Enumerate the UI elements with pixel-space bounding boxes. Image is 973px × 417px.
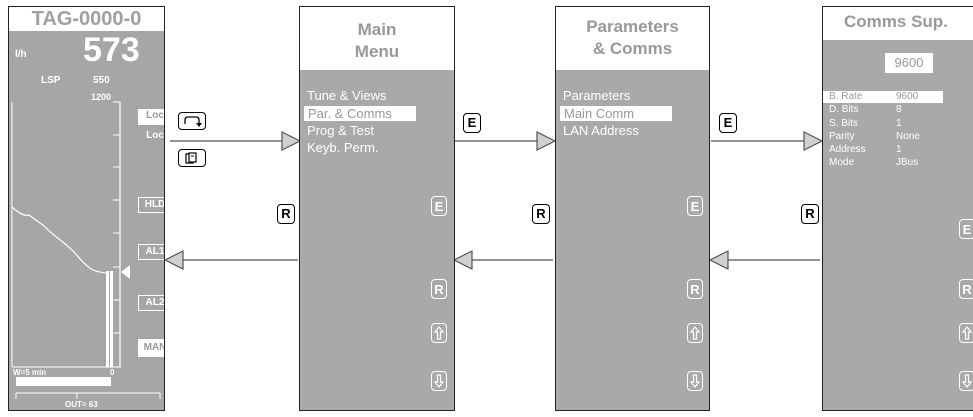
comms-header: Comms Sup. [823,7,973,40]
menu-item-keyb-perm[interactable]: Keyb. Perm. [307,140,379,155]
scale-min: 0 [110,368,115,377]
down-arrow-icon [433,374,445,388]
side-key-al2[interactable]: AL2 [138,295,164,311]
down-arrow-icon [961,374,973,388]
menu-item-lan-address[interactable]: LAN Address [563,123,639,138]
softkey-enter[interactable]: E [687,196,703,216]
main-menu-screen: Main Menu Tune & Views Par. & Comms Prog… [299,6,455,411]
output-label: OUT= 63 [65,400,98,409]
softkey-up[interactable] [687,323,703,343]
tag-label: TAG-0000-0 [31,8,142,30]
softkey-down[interactable] [959,371,973,391]
comms-sup-screen: Comms Sup. 9600 B. Rate 9600 D. Bits 8 S… [822,6,973,411]
params-menu-title-1: Parameters [586,17,679,36]
side-key-al1[interactable]: AL1 [138,244,164,260]
softkey-return[interactable]: R [687,279,703,299]
param-label-parity: Parity [829,131,855,142]
lsp-label: LSP [41,75,61,86]
scale-max: 1200 [91,92,112,102]
param-value-d-bits: 8 [896,104,902,115]
return-key-3[interactable]: R [801,204,819,224]
scroll-key[interactable] [178,112,206,130]
return-key-2[interactable]: R [532,204,550,224]
softkey-return[interactable]: R [959,279,973,299]
softkey-return[interactable]: R [431,279,447,299]
menu-item-par-comms[interactable]: Par. & Comms [304,106,416,121]
param-value-b-rate: 9600 [896,91,919,102]
softkey-down[interactable] [687,371,703,391]
enter-key-2[interactable]: E [719,113,737,133]
param-value-address: 1 [896,144,902,155]
pv-value: 573 [83,31,140,69]
comms-value-box[interactable]: 9600 [885,53,933,73]
parameters-comms-screen: Parameters & Comms Parameters Main Comm … [555,6,710,411]
controller-display: TAG-0000-0 l/h 573 LSP 550 1200 0 W=5 mi… [8,6,165,411]
down-arrow-icon [689,374,701,388]
page-key[interactable] [178,149,206,167]
up-arrow-icon [689,326,701,340]
params-menu-title-2: & Comms [592,39,673,58]
rotate-icon [184,116,202,127]
param-label-d-bits: D. Bits [829,104,859,115]
param-value-parity: None [896,131,920,142]
pages-icon [185,152,197,164]
window-label: W=5 min [13,368,47,377]
softkey-up[interactable] [959,323,973,343]
main-menu-title-1: Main [357,20,397,39]
params-menu-header: Parameters & Comms [556,7,709,70]
enter-key-1[interactable]: E [463,113,481,133]
param-label-address: Address [829,144,866,155]
tag-header: TAG-0000-0 [9,7,164,31]
menu-item-tune-views[interactable]: Tune & Views [307,88,387,103]
param-value-s-bits: 1 [896,118,902,129]
main-menu-title-2: Menu [354,42,400,61]
side-key-hld[interactable]: HLD [138,197,164,213]
trend-chart [11,101,161,399]
up-arrow-icon [961,326,973,340]
side-key-loc-2[interactable]: Loc [146,130,164,141]
units-label: l/h [15,49,27,60]
param-label-s-bits: S. Bits [829,118,858,129]
softkey-enter[interactable]: E [959,219,973,239]
side-key-man[interactable]: MAN [138,339,164,357]
return-key-1[interactable]: R [277,204,295,224]
comms-title: Comms Sup. [844,12,948,31]
softkey-enter[interactable]: E [431,196,447,216]
menu-item-prog-test[interactable]: Prog & Test [307,123,374,138]
softkey-down[interactable] [431,371,447,391]
side-key-loc-1[interactable]: Loc [138,109,164,125]
softkey-up[interactable] [431,323,447,343]
menu-item-parameters[interactable]: Parameters [563,88,631,103]
lsp-value: 550 [93,75,110,86]
menu-item-main-comm[interactable]: Main Comm [560,106,672,121]
param-label-mode: Mode [829,157,855,168]
param-label-b-rate: B. Rate [823,91,943,103]
main-menu-header: Main Menu [300,7,454,70]
param-value-mode: JBus [896,157,919,168]
up-arrow-icon [433,326,445,340]
